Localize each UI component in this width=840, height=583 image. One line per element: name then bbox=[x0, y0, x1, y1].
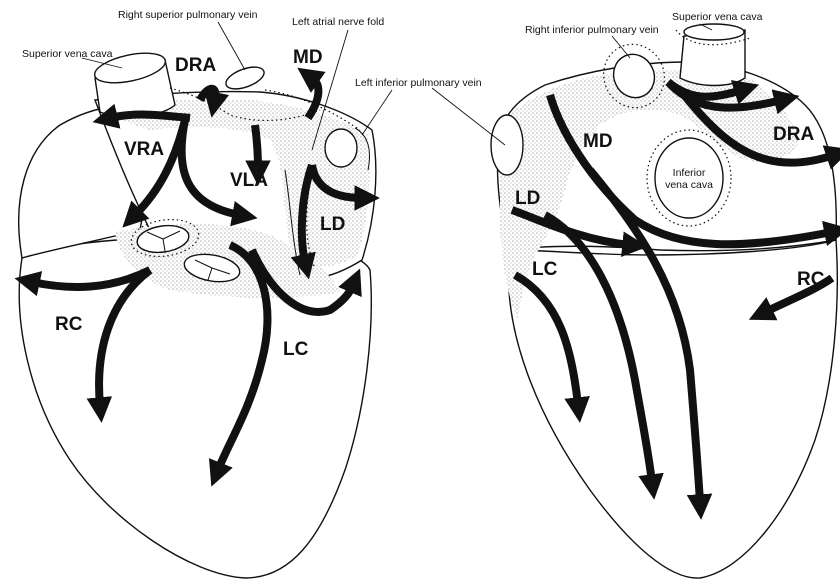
left-label-vra: VRA bbox=[124, 139, 164, 160]
left-vra-nerve-c bbox=[110, 115, 190, 118]
left-annot-rspv: Right superior pulmonary vein bbox=[118, 9, 258, 21]
right-label-ivc-1: Inferior bbox=[673, 167, 706, 179]
right-label-rc: RC bbox=[797, 269, 825, 290]
left-annot-svc: Superior vena cava bbox=[22, 48, 113, 60]
right-label-ld: LD bbox=[515, 188, 540, 209]
left-label-dra: DRA bbox=[175, 55, 216, 76]
left-vla-nerve bbox=[255, 125, 258, 168]
right-label-ivc-2: vena cava bbox=[665, 179, 713, 191]
right-annot-ripv: Right inferior pulmonary vein bbox=[525, 24, 659, 36]
left-rspv bbox=[223, 63, 267, 94]
left-label-rc: RC bbox=[55, 314, 83, 335]
right-label-lc: LC bbox=[532, 259, 558, 280]
left-annot-lipv: Left inferior pulmonary vein bbox=[355, 77, 482, 89]
right-annot-svc: Superior vena cava bbox=[672, 11, 763, 23]
left-label-lc: LC bbox=[283, 339, 309, 360]
left-label-ld: LD bbox=[320, 214, 345, 235]
right-label-dra: DRA bbox=[773, 124, 814, 145]
cross-leader-lipv bbox=[432, 88, 505, 145]
right-label-md: MD bbox=[583, 131, 613, 152]
right-heart-view: MD DRA LD LC RC Inferior vena cava Right… bbox=[432, 11, 837, 578]
left-heart-view: DRA MD VRA VLA LD RC LC Superior vena ca… bbox=[19, 9, 482, 578]
left-label-md: MD bbox=[293, 47, 323, 68]
left-label-vla: VLA bbox=[230, 170, 268, 191]
left-lipv bbox=[325, 129, 357, 167]
left-annot-nerve-fold: Left atrial nerve fold bbox=[292, 16, 384, 28]
right-lpv bbox=[491, 115, 523, 175]
